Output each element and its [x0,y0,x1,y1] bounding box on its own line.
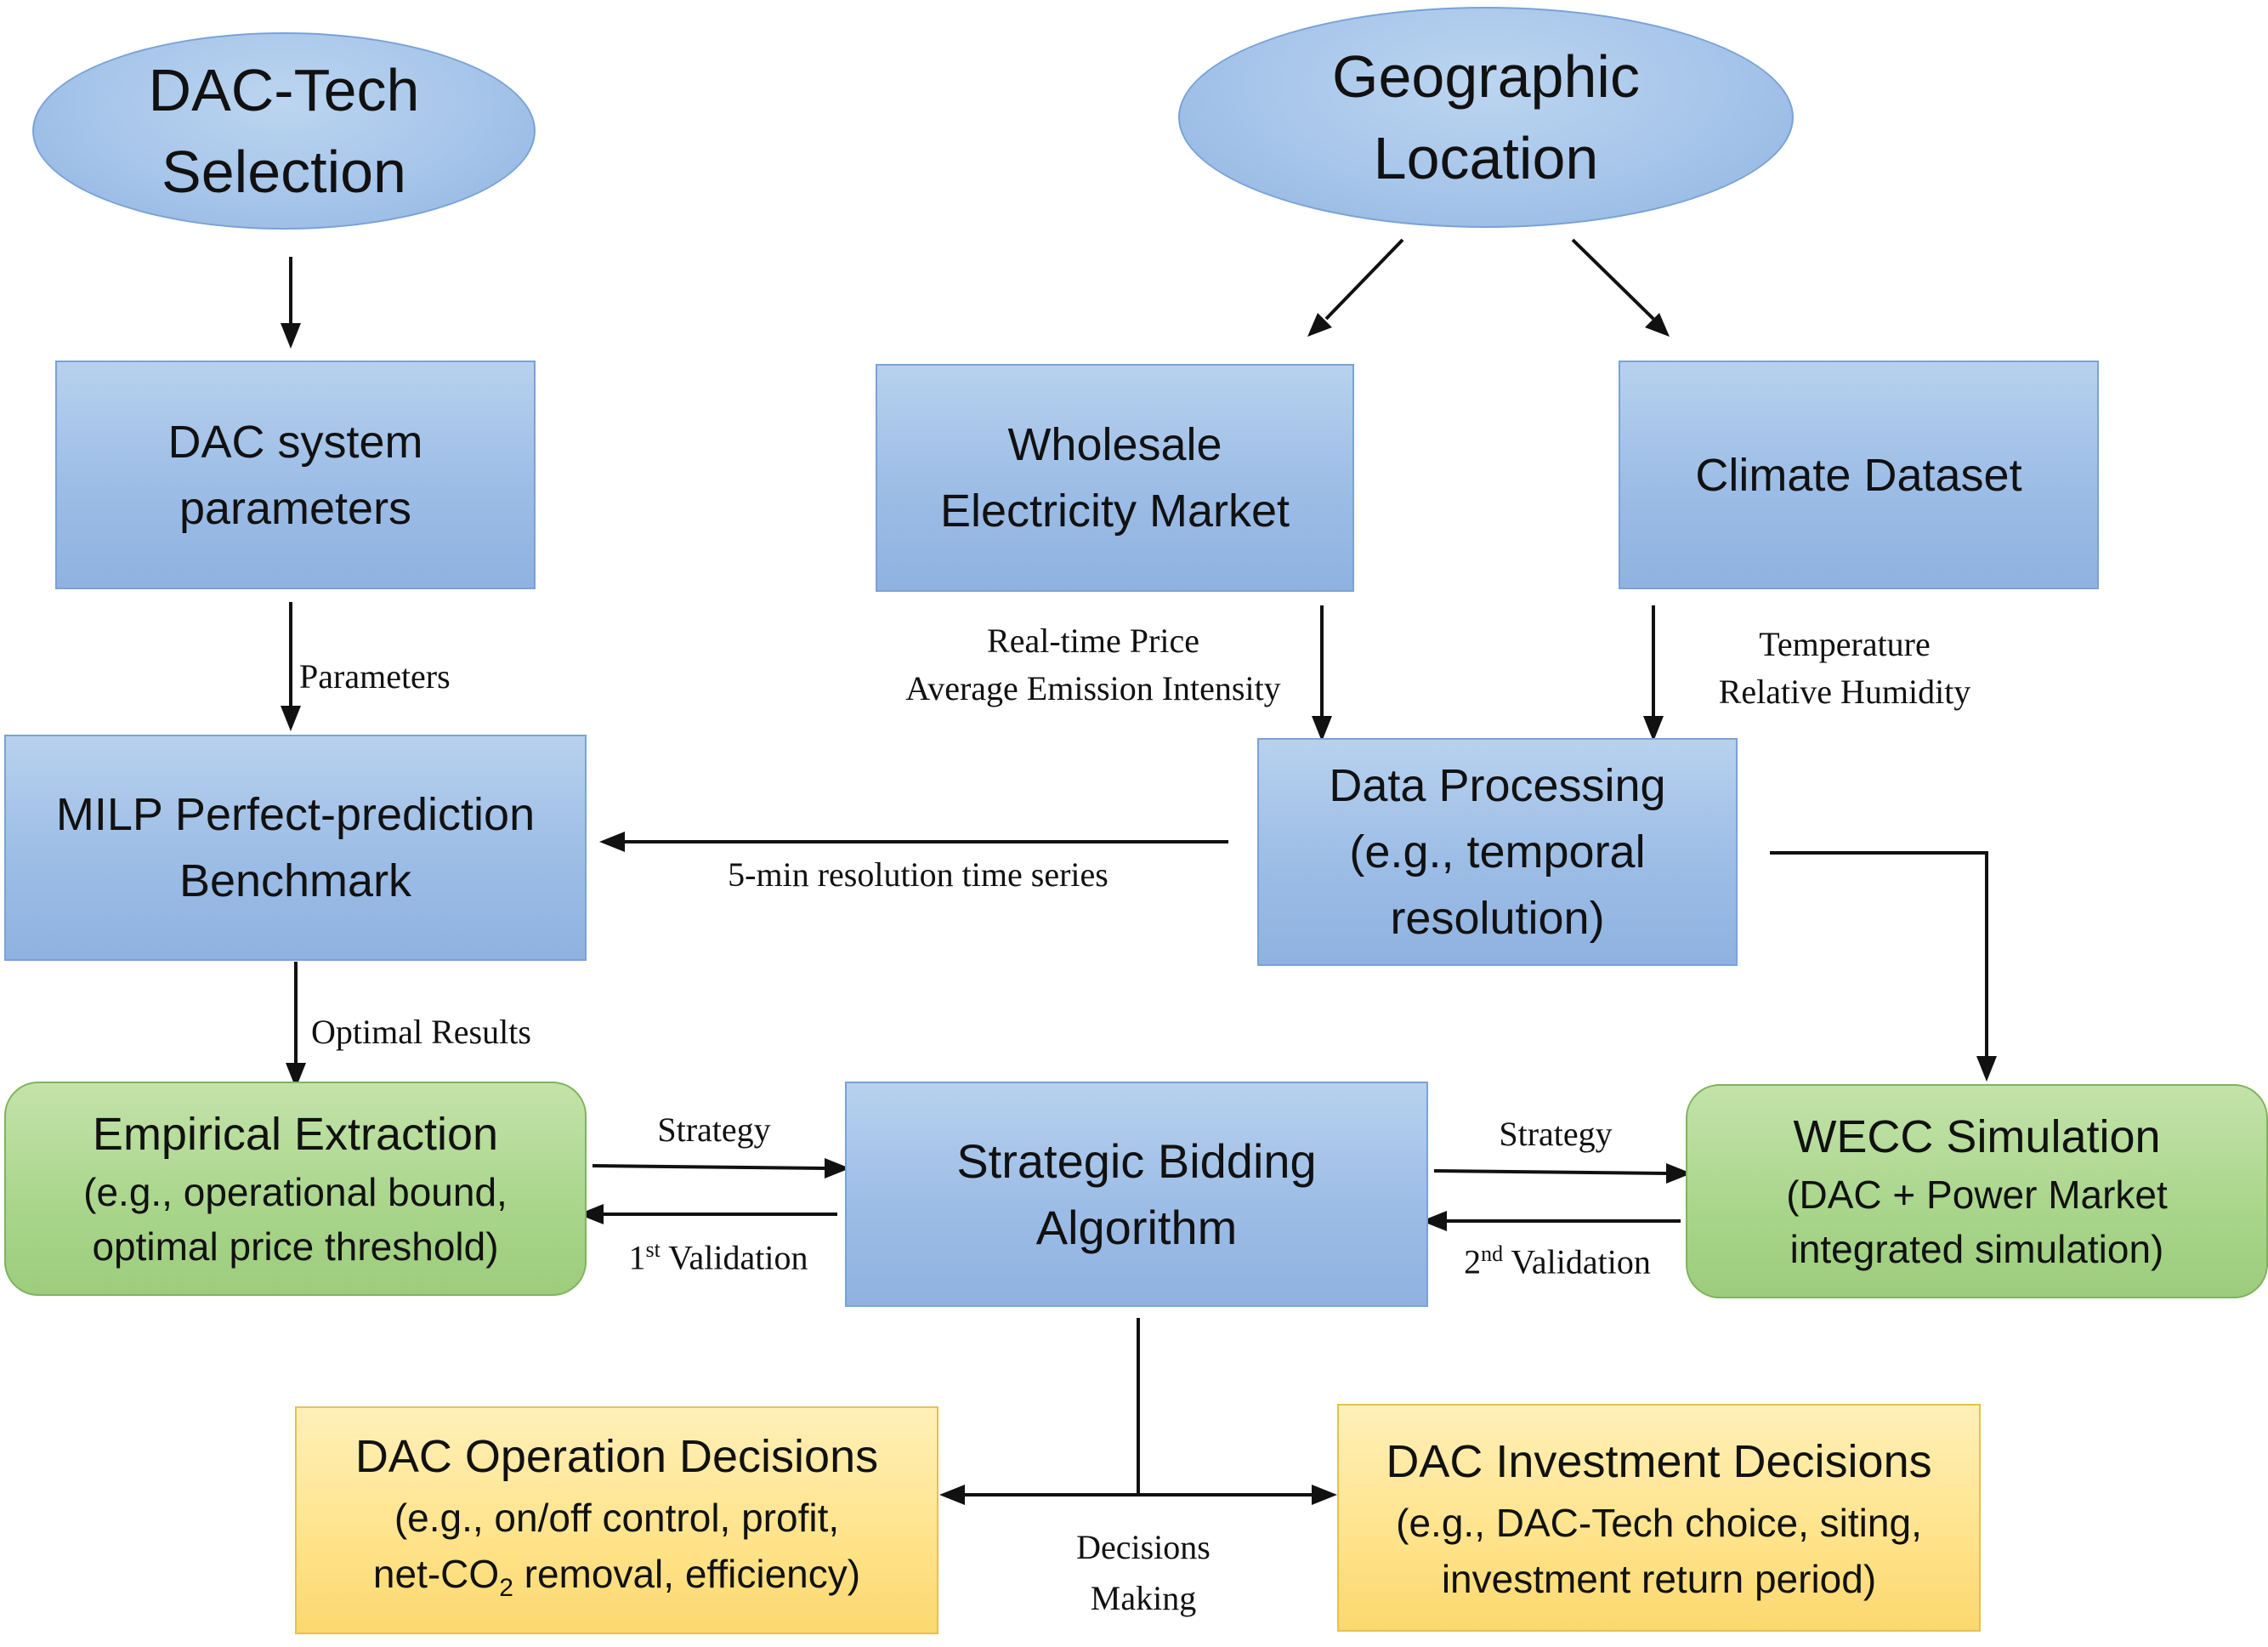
arrowhead-milp-left [599,832,625,852]
dataproc-line-2: (e.g., temporal [1349,826,1646,877]
wholesale-line-2: Electricity Market [939,486,1290,537]
label-market-line-1: Real-time Price [987,622,1199,660]
arrow-dataproc-to-wecc [1770,851,1988,1056]
label-strategy-left: Strategy [629,1110,799,1150]
label-parameters-text: Parameters [299,657,451,696]
validation-1-word: Validation [660,1238,808,1277]
arrowhead-investment [1312,1485,1337,1505]
label-strategy-right-text: Strategy [1499,1115,1613,1153]
dataproc-line-1: Data Processing [1329,760,1666,811]
arrow-strategic-to-wecc [1433,1169,1667,1175]
label-strategy-right: Strategy [1471,1114,1641,1154]
label-climate-line-2: Relative Humidity [1718,673,1971,711]
arrowhead-params [281,323,301,349]
empirical-extraction-node: Empirical Extraction (e.g., operational … [4,1082,587,1296]
operation-sub-line-1: (e.g., on/off control, profit, [394,1496,840,1541]
empirical-title: Empirical Extraction [92,1109,499,1160]
label-market-outputs: Real-time Price Average Emission Intensi… [876,617,1311,713]
operation-sub-pre: net-CO [372,1552,500,1597]
climate-dataset-node: Climate Dataset [1619,361,2099,589]
wecc-simulation-node: WECC Simulation (DAC + Power Market inte… [1686,1084,2268,1298]
arrowhead-empirical-in [578,1204,604,1224]
arrowhead-milp [281,706,301,731]
arrowhead-strategic-back [1421,1211,1447,1231]
milp-benchmark-node: MILP Perfect-prediction Benchmark [4,735,587,961]
arrowhead-dataproc-left [1312,716,1332,741]
strategic-line-1: Strategic Bidding [956,1133,1317,1188]
arrowhead-dataproc-right [1643,716,1664,741]
label-market-line-2: Average Emission Intensity [905,669,1281,707]
arrow-geo-to-climate [1571,238,1655,321]
label-optimal-results-text: Optimal Results [311,1013,531,1051]
arrowhead-climate [1645,313,1670,337]
validation-2-number: 2 [1464,1242,1482,1281]
arrow-empirical-to-strategic [592,1164,825,1170]
arrowhead-empirical [286,1063,306,1088]
dataproc-line-3: resolution) [1390,893,1605,944]
label-decisions-line-1: Decisions [1076,1528,1211,1566]
label-validation-2: 2nd Validation [1430,1241,1685,1281]
arrowhead-wholesale [1307,313,1332,337]
params-line-1: DAC system [167,416,423,468]
empirical-sub-line-2: optimal price threshold) [92,1224,499,1269]
dac-system-parameters-node: DAC system parameters [55,361,536,589]
investment-title: DAC Investment Decisions [1386,1436,1932,1487]
geo-line-1: Geographic [1332,43,1640,110]
strategic-bidding-node: Strategic Bidding Algorithm [845,1082,1428,1307]
dac-tech-line-2: Selection [162,139,406,205]
operation-sub-line-2: net-CO2 removal, efficiency) [373,1546,860,1616]
arrowhead-wecc [1976,1056,1997,1082]
label-strategy-left-text: Strategy [657,1110,771,1149]
dac-investment-decisions-node: DAC Investment Decisions (e.g., DAC-Tech… [1337,1404,1981,1632]
arrowhead-wecc-in [1666,1163,1692,1184]
investment-sub-line-1: (e.g., DAC-Tech choice, siting, [1396,1501,1922,1545]
empirical-sub-line-1: (e.g., operational bound, [83,1170,507,1214]
wecc-title: WECC Simulation [1793,1111,2161,1162]
label-time-series-text: 5-min resolution time series [728,855,1108,894]
label-validation-2-text: 2nd Validation [1430,1241,1685,1281]
label-climate-outputs: Temperature Relative Humidity [1692,621,1998,716]
operation-sub-post: removal, efficiency) [513,1552,861,1597]
label-validation-1: 1st Validation [595,1237,842,1277]
data-processing-node: Data Processing (e.g., temporal resoluti… [1257,738,1738,966]
validation-2-word: Validation [1503,1242,1651,1281]
wecc-sub-line-2: integrated simulation) [1789,1227,2164,1271]
params-line-2: parameters [179,482,412,534]
label-climate-line-1: Temperature [1759,625,1931,663]
wecc-sub-line-1: (DAC + Power Market [1786,1173,2168,1217]
milp-line-2: Benchmark [179,855,412,906]
label-decisions-line-2: Making [1090,1579,1197,1617]
milp-line-1: MILP Perfect-prediction [55,789,536,840]
label-validation-1-text: 1st Validation [595,1237,842,1277]
operation-title: DAC Operation Decisions [354,1431,879,1483]
validation-2-suffix: nd [1481,1241,1504,1266]
climate-line-1: Climate Dataset [1695,449,2022,501]
dac-tech-selection-node: DAC-Tech Selection [32,32,536,230]
geo-line-2: Location [1373,125,1599,191]
validation-1-suffix: st [645,1237,661,1262]
label-parameters: Parameters [299,656,451,696]
wholesale-line-1: Wholesale [1007,419,1222,470]
label-optimal-results: Optimal Results [311,1012,531,1052]
wholesale-electricity-market-node: Wholesale Electricity Market [876,364,1354,592]
co2-subscript: 2 [499,1574,513,1603]
dac-operation-decisions-node: DAC Operation Decisions (e.g., on/off co… [295,1406,938,1634]
dac-tech-line-1: DAC-Tech [148,57,420,123]
label-decisions-making: Decisions Making [1012,1522,1275,1624]
arrowhead-strategic-in [825,1158,850,1178]
investment-sub-line-2: investment return period) [1441,1557,1877,1601]
strategic-line-2: Algorithm [1035,1200,1238,1254]
arrowhead-operation [939,1485,965,1505]
geographic-location-node: Geographic Location [1178,7,1794,228]
label-time-series: 5-min resolution time series [697,855,1139,894]
arrow-geo-to-wholesale [1324,238,1404,321]
validation-1-number: 1 [628,1238,646,1277]
